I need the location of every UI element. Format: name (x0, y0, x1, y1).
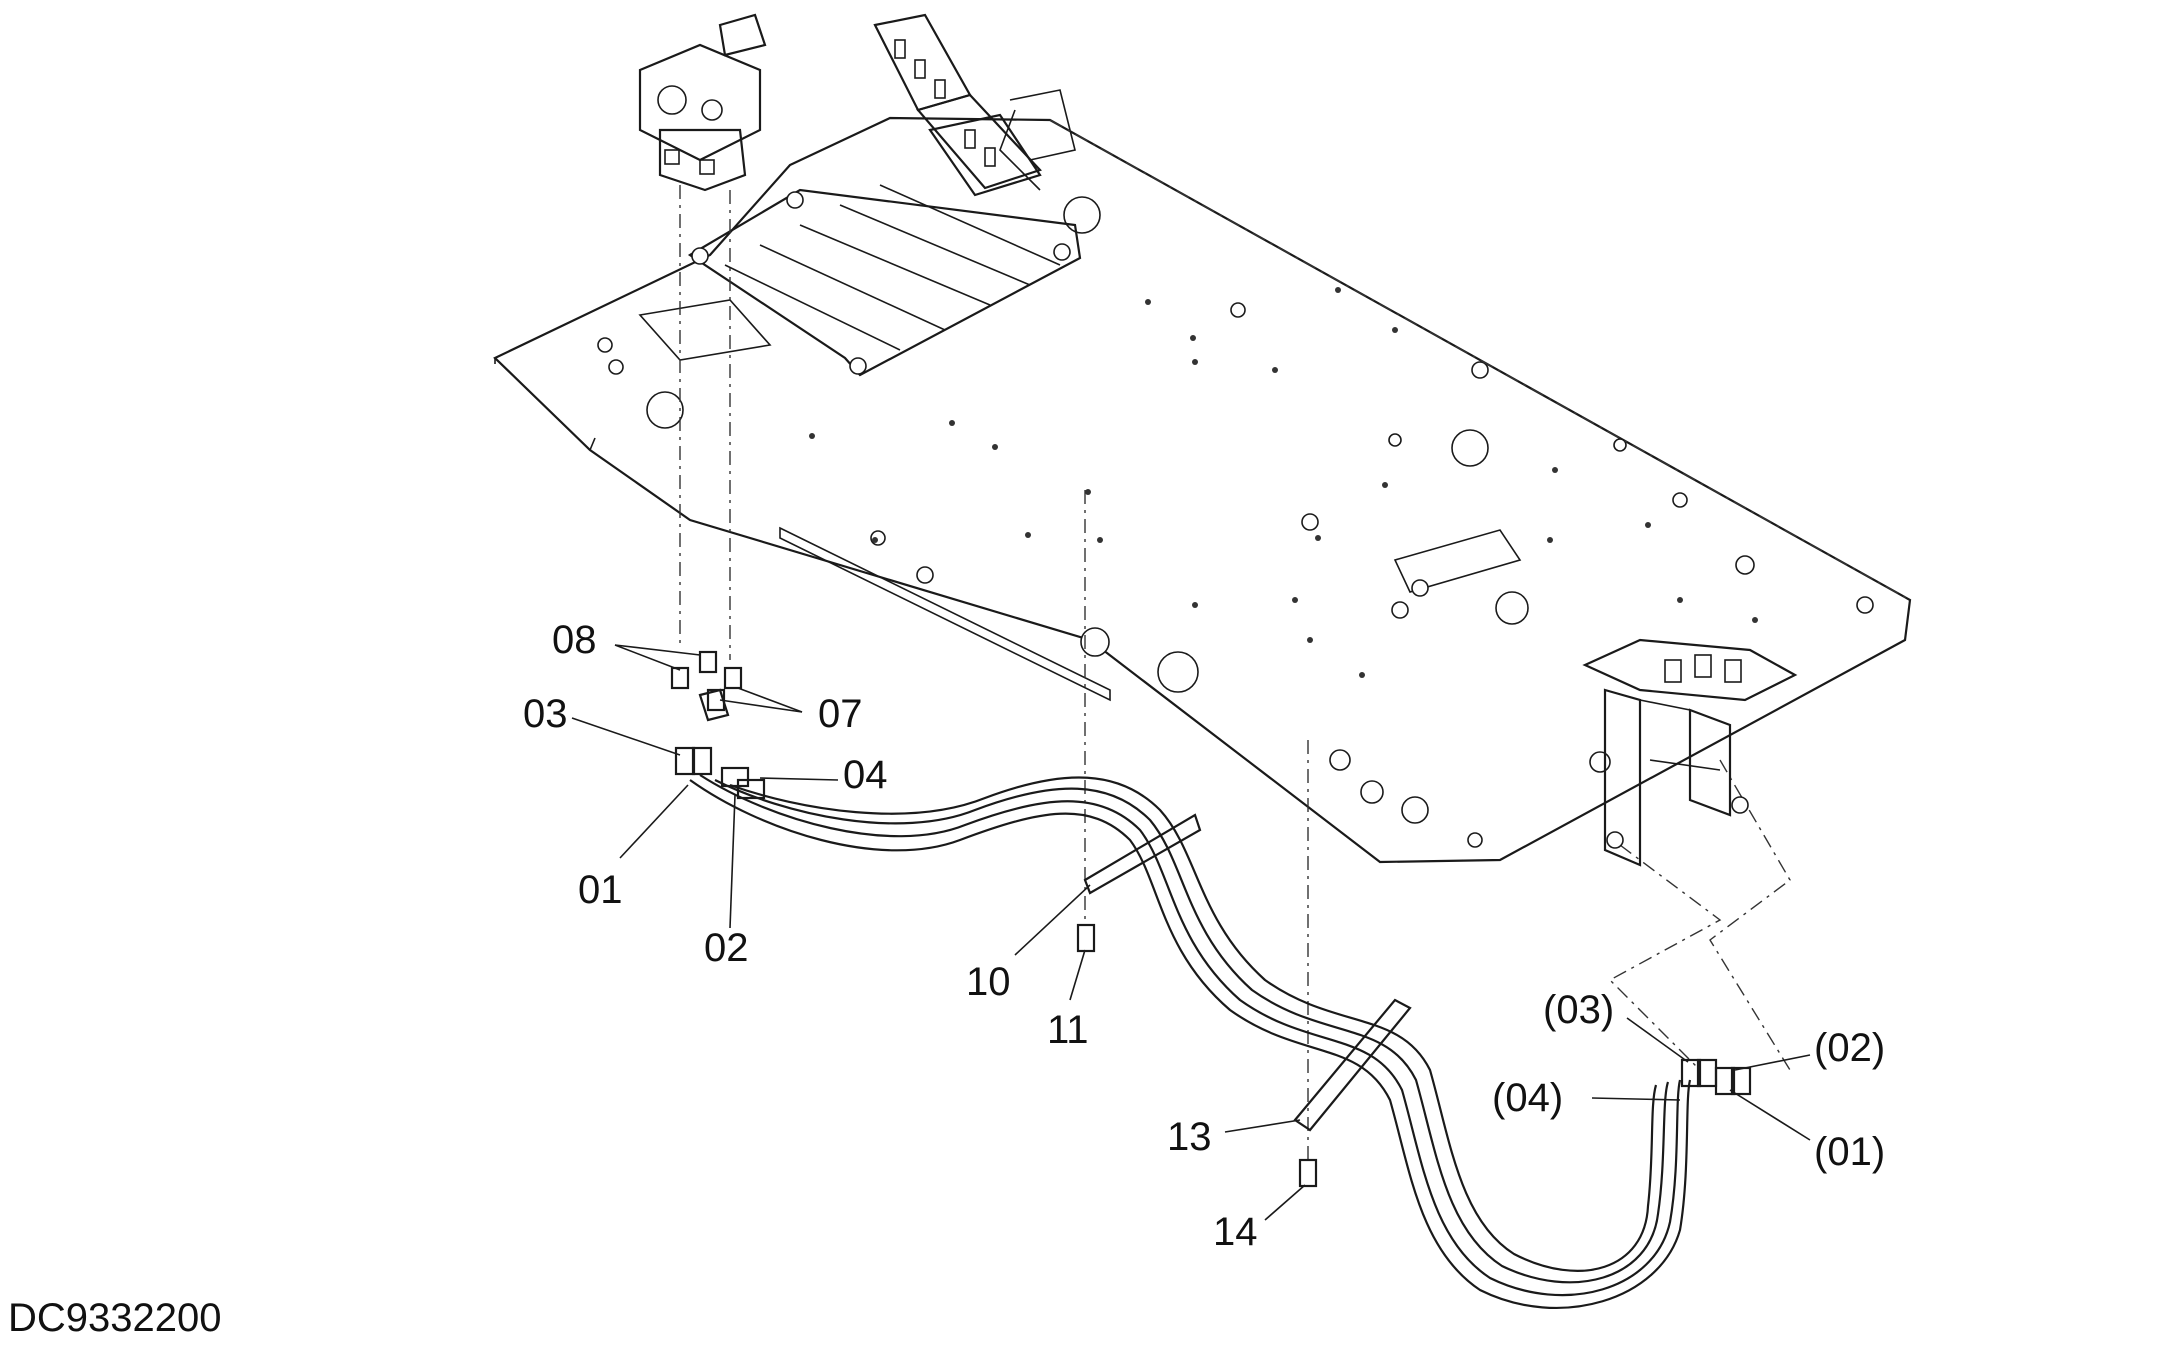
bolts (1076, 923, 1318, 1188)
callout-02: 02 (704, 926, 749, 970)
callout-paren-03: (03) (1543, 988, 1615, 1032)
callout-11: 11 (1047, 1008, 1089, 1052)
plate-holes (597, 196, 1874, 848)
callout-08: 08 (552, 618, 597, 662)
callout-03: 03 (523, 692, 568, 736)
travel-pedals (873, 13, 1076, 197)
callout-paren-01: (01) (1814, 1130, 1886, 1174)
callout-13: 13 (1167, 1115, 1212, 1159)
drawing-code: DC9332200 (8, 1296, 222, 1340)
leader-lines (571, 644, 1811, 1221)
callout-01: 01 (578, 868, 623, 912)
callout-paren-04: (04) (1492, 1076, 1564, 1120)
callout-paren-02: (02) (1814, 1026, 1886, 1070)
plate-dots (809, 287, 1758, 678)
callout-04: 04 (843, 753, 888, 797)
pedal-mount-frame (687, 184, 1082, 377)
callout-10: 10 (966, 960, 1011, 1004)
fittings (670, 650, 743, 722)
hose-end-fittings (674, 746, 1752, 1096)
callout-14: 14 (1213, 1210, 1258, 1254)
hose-bundle (689, 774, 1692, 1309)
clamps (1083, 813, 1412, 1132)
pilot-valve (638, 13, 767, 192)
projection-lines (679, 119, 1911, 1160)
side-bracket (1582, 638, 1798, 867)
callout-07: 07 (818, 692, 863, 736)
floor-plate (493, 116, 1912, 864)
